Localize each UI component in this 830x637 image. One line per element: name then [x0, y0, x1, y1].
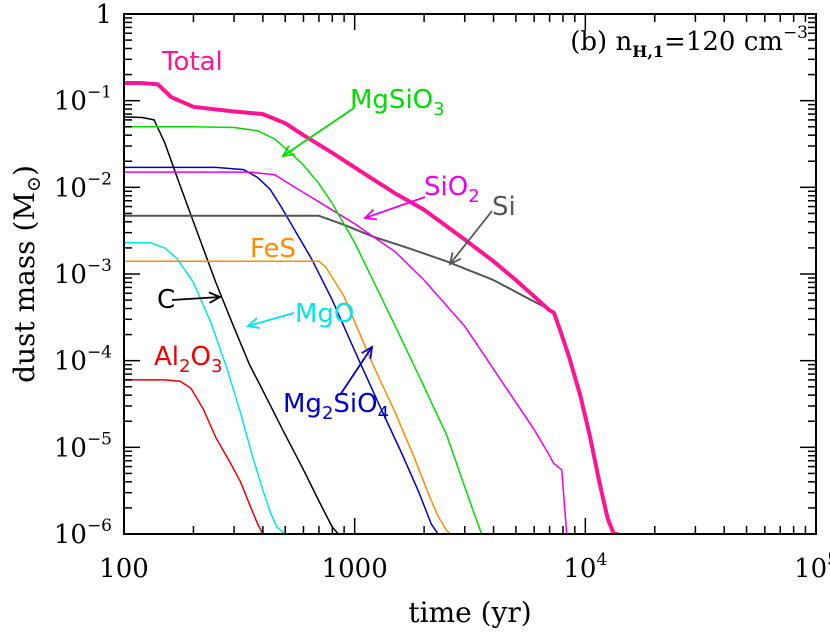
y-tick-label-exp: −5	[87, 429, 112, 449]
pointer-arrowhead-sio2	[363, 208, 378, 221]
y-tick-label: 10−2	[54, 169, 112, 203]
series-label-part: Mg	[283, 389, 322, 419]
series-label-total: Total	[161, 47, 223, 77]
series-label-part: 3	[211, 356, 222, 377]
axis-ticks	[123, 13, 816, 535]
series-label-part: 3	[433, 99, 444, 120]
pointer-c	[171, 296, 221, 301]
x-tick-label: 100	[99, 554, 149, 584]
series-label-part: 2	[322, 403, 333, 424]
annotation-var: n	[615, 27, 632, 57]
x-tick-label-base: 1000	[322, 554, 388, 584]
x-axis-label: time (yr)	[408, 596, 531, 629]
y-axis-label: dust mass (M⊙)	[8, 165, 45, 383]
series-label-si: Si	[492, 192, 516, 222]
x-tick-label: 1000	[322, 554, 388, 584]
y-axis-label-sub: ⊙	[23, 176, 45, 192]
series-layer	[124, 81, 619, 534]
y-tick-label: 1	[95, 0, 112, 30]
series-label-part: C	[157, 285, 175, 315]
series-line-total	[124, 81, 619, 534]
x-tick-label-exp: 5	[827, 550, 830, 570]
series-label-mgo: MgO	[295, 299, 354, 329]
pointer-sio2	[364, 196, 426, 219]
y-tick-label-base: 10	[54, 347, 87, 377]
x-tick-label-base: 10	[563, 554, 596, 584]
series-label-part: FeS	[250, 234, 296, 264]
series-line-fes	[124, 260, 452, 534]
pointer-mg2sio4	[339, 346, 373, 396]
series-label-al2o3: Al2O3	[154, 342, 222, 377]
y-tick-label-base: 10	[54, 433, 87, 463]
series-line-si	[124, 214, 555, 314]
series-label-c: C	[157, 285, 175, 315]
y-tick-label: 10−1	[54, 83, 112, 117]
series-label-part: MgSiO	[350, 85, 433, 115]
pointer-mgo	[247, 312, 295, 327]
series-line-al2o3	[124, 379, 267, 534]
y-tick-label-exp: −6	[87, 516, 112, 536]
x-tick-label: 104	[563, 550, 607, 584]
series-label-part: SiO	[424, 172, 468, 202]
y-tick-label-base: 10	[54, 173, 87, 203]
pointer-mgsio3	[282, 107, 355, 157]
pointer-arrowhead-mgo	[246, 317, 260, 329]
series-label-part: 2	[468, 186, 479, 207]
series-label-part: 4	[378, 403, 389, 424]
y-tick-label-exp: −2	[87, 169, 112, 189]
pointer-arrowhead-mg2sio4	[361, 345, 374, 360]
annotation-eq: =120 cm	[664, 27, 783, 57]
series-label-sio2: SiO2	[424, 172, 480, 207]
annotation-unit-sup: −3	[783, 23, 808, 43]
series-label-part: MgO	[295, 299, 354, 329]
y-axis-label-main: dust mass (M	[8, 192, 41, 383]
y-tick-label: 10−6	[54, 516, 112, 550]
x-tick-label-base: 10	[794, 554, 827, 584]
series-label-mg2sio4: Mg2SiO4	[283, 389, 389, 424]
series-line-mgsio3	[124, 126, 483, 534]
y-tick-label-exp: −4	[87, 343, 112, 363]
y-tick-label-base: 10	[54, 87, 87, 117]
series-label-fes: FeS	[250, 234, 296, 264]
series-label-part: Total	[161, 47, 223, 77]
series-label-part: SiO	[333, 389, 377, 419]
y-tick-label-base: 1	[95, 0, 112, 30]
y-axis-label-close: )	[8, 165, 41, 176]
pointer-arrowhead-c	[208, 291, 223, 304]
x-tick-label: 105	[794, 550, 830, 584]
chart-annotation: (b) nH,1=120 cm−3	[570, 23, 808, 61]
x-tick-label-exp: 4	[596, 550, 607, 570]
label-pointers	[171, 107, 493, 396]
y-tick-label-base: 10	[54, 520, 87, 550]
pointer-arrowhead-si	[448, 252, 462, 266]
y-tick-label-exp: −1	[87, 83, 112, 103]
y-tick-label: 10−3	[54, 256, 112, 290]
x-tick-label-base: 100	[99, 554, 149, 584]
y-tick-label: 10−4	[54, 343, 112, 377]
series-label-part: Al	[154, 342, 179, 372]
series-line-mgo	[124, 241, 292, 534]
y-tick-label-exp: −3	[87, 256, 112, 276]
axis-tick-labels: 1001000104105110−110−210−310−410−510−6	[54, 0, 830, 584]
series-label-mgsio3: MgSiO3	[350, 85, 445, 120]
series-line-sio2	[124, 171, 568, 534]
pointer-arrowhead-mgsio3	[281, 145, 296, 158]
y-tick-label: 10−5	[54, 429, 112, 463]
series-label-part: 2	[179, 356, 190, 377]
series-label-part: Si	[492, 192, 516, 222]
series-label-part: O	[190, 342, 210, 372]
annotation-var-sub: H,1	[632, 42, 664, 61]
y-tick-label-base: 10	[54, 260, 87, 290]
pointer-si	[449, 210, 493, 265]
annotation-prefix: (b)	[570, 27, 607, 57]
